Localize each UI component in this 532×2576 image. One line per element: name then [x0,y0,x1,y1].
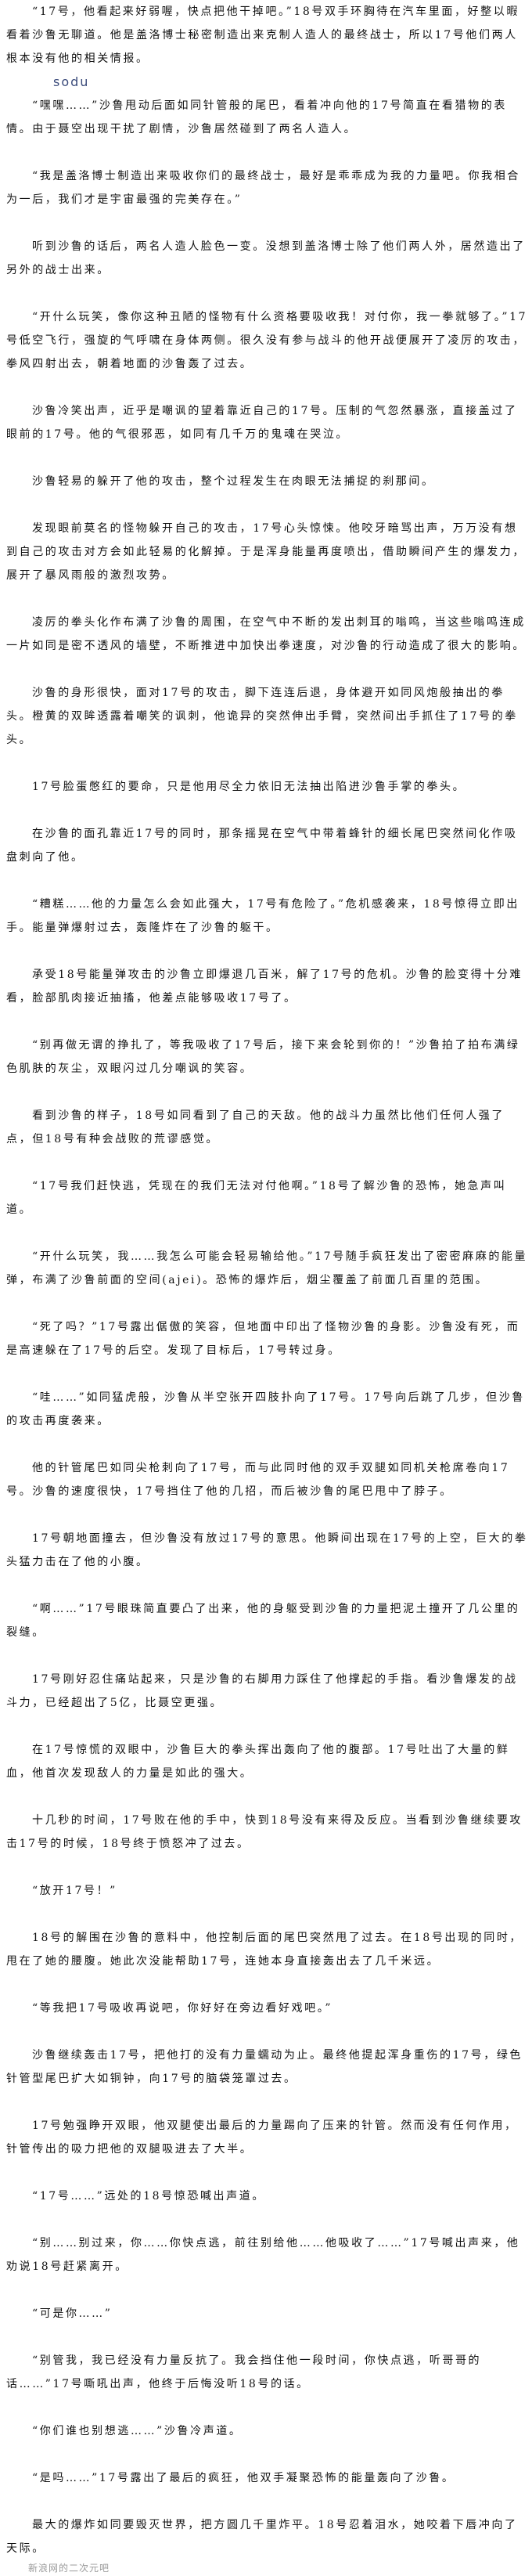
paragraph: 17号刚好忍住痛站起来，只是沙鲁的右脚用力踩住了他撑起的手指。看沙鲁爆发的战斗力… [6,1673,518,1709]
paragraph: 沙鲁冷笑出声，近乎是嘲讽的望着靠近自己的17号。压制的气忽然暴涨，直接盖过了眼前… [6,405,518,441]
paragraph: 看到沙鲁的样子，18号如同看到了自己的天敌。他的战斗力虽然比他们任何人强了点，但… [6,1109,505,1145]
paragraph: 他的针管尾巴如同尖枪刺向了17号，而与此同时他的双手双腿如同机关枪席卷向17号。… [6,1462,510,1498]
paragraph: 沙鲁继续轰击17号，把他打的没有力量蠕动为止。最终他提起浑身重伤的17号，绿色针… [6,2049,523,2085]
paragraph: 17号脸蛋憋红的要命，只是他用尽全力依旧无法抽出陷进沙鲁手掌的拳头。 [32,781,466,793]
paragraph: 最大的爆炸如同要毁灭世界，把方圆几千里炸平。18号忍着泪水，她咬着下唇冲向了天际… [6,2519,518,2555]
paragraph: 发现眼前莫名的怪物躲开自己的攻击，17号心头惊悚。他咬牙暗骂出声，万万没有想到自… [6,522,526,582]
source-watermark: 新浪网的二次元吧 [28,2563,110,2574]
paragraph: “是吗……”17号露出了最后的疯狂，他双手凝聚恐怖的能量轰向了沙鲁。 [32,2472,455,2484]
paragraph: “我是盖洛博士制造出来吸收你们的最终战士，最好是乖乖成为我的力量吧。你我相合为一… [6,170,520,206]
paragraph: “死了吗？”17号露出倨傲的笑容，但地面中印出了怪物沙鲁的身影。沙鲁没有死，而是… [6,1321,520,1357]
paragraph: “哇……”如同猛虎般，沙鲁从半空张开四肢扑向了17号。17号向后跳了几步，但沙鲁… [6,1391,525,1427]
paragraph: “开什么玩笑，像你这种丑陋的怪物有什么资格要吸收我！对付你，我一拳就够了。”17… [6,311,528,370]
paragraph: “别管我，我已经没有力量反抗了。我会挡住他一段时间，你快点逃，听哥哥的话……”1… [6,2354,482,2390]
paragraph: 十几秒的时间，17号败在他的手中，快到18号没有来得及反应。当看到沙鲁继续要攻击… [6,1814,523,1850]
paragraph: 17号勉强睁开双眼，他双腿使出最后的力量踢向了压来的针管。然而没有任何作用，针管… [6,2120,518,2156]
paragraph: “嘿嘿……”沙鲁甩动后面如同针管般的尾巴，看着冲向他的17号简直在看猎物的表情。… [6,99,507,135]
paragraph: “17号……”远处的18号惊恐喊出声道。 [32,2190,265,2203]
paragraph: “糟糕……他的力量怎么会如此强大，17号有危险了。”危机感袭来，18号惊得立即出… [6,898,519,934]
paragraph: “等我把17号吸收再说吧，你好好在旁边看好戏吧。” [32,2002,333,2015]
paragraph: 在沙鲁的面孔靠近17号的同时，那条摇晃在空气中带着蜂针的细长尾巴突然间化作吸盘刺… [6,828,518,864]
paragraph: 凌厉的拳头化作布满了沙鲁的周围，在空气中不断的发出刺耳的嗡鸣，当这些嗡鸣连成一片… [6,616,526,652]
paragraph: “别再做无谓的挣扎了，等我吸收了17号后，接下来会轮到你的！”沙鲁拍了拍布满绿色… [6,1039,520,1075]
paragraph: 承受18号能量弹攻击的沙鲁立即爆退几百米，解了17号的危机。沙鲁的脸变得十分难看… [6,969,523,1005]
paragraph: “17号，他看起来好弱喔，快点把他干掉吧。”18号双手环胸待在汽车里面，好整以暇… [6,5,519,65]
paragraph: “你们谁也别想逃……”沙鲁冷声道。 [32,2425,243,2437]
paragraph: “可是你……” [32,2307,113,2320]
watermark-logo: sodu [53,74,90,89]
paragraph: “别……别过来，你……你快点逃，前往别给他……他吸收了……”17号喊出声来，他劝… [6,2237,520,2273]
paragraph: 18号的解围在沙鲁的意料中，他控制后面的尾巴突然甩了过去。在18号出现的同时，甩… [6,1932,523,1968]
paragraph: “放开17号！” [32,1885,117,1897]
paragraph: 听到沙鲁的话后，两名人造人脸色一变。没想到盖洛博士除了他们两人外，居然造出了另外… [6,240,526,276]
article-body: “17号，他看起来好弱喔，快点把他干掉吧。”18号双手环胸待在汽车里面，好整以暇… [6,0,529,2576]
paragraph: 17号朝地面撞去，但沙鲁没有放过17号的意思。他瞬间出现在17号的上空，巨大的拳… [6,1532,528,1568]
paragraph: “17号我们赶快逃，凭现在的我们无法对付他啊。”18号了解沙鲁的恐怖，她急声叫道… [6,1180,507,1216]
paragraph: 沙鲁的身形很快，面对17号的攻击，脚下连连后退，身体避开如同风炮般抽出的拳头。橙… [6,687,518,746]
paragraph: “开什么玩笑，我……我怎么可能会轻易输给他。”17号随手疯狂发出了密密麻麻的能量… [6,1250,528,1286]
paragraph: “啊……”17号眼珠简直要凸了出来，他的身躯受到沙鲁的力量把泥土撞开了几公里的裂… [6,1603,520,1639]
paragraph: 在17号惊慌的双眼中，沙鲁巨大的拳头挥出轰向了他的腹部。17号吐出了大量的鲜血，… [6,1744,510,1780]
paragraph: 沙鲁轻易的躲开了他的攻击，整个过程发生在肉眼无法捕捉的刹那间。 [32,475,435,488]
